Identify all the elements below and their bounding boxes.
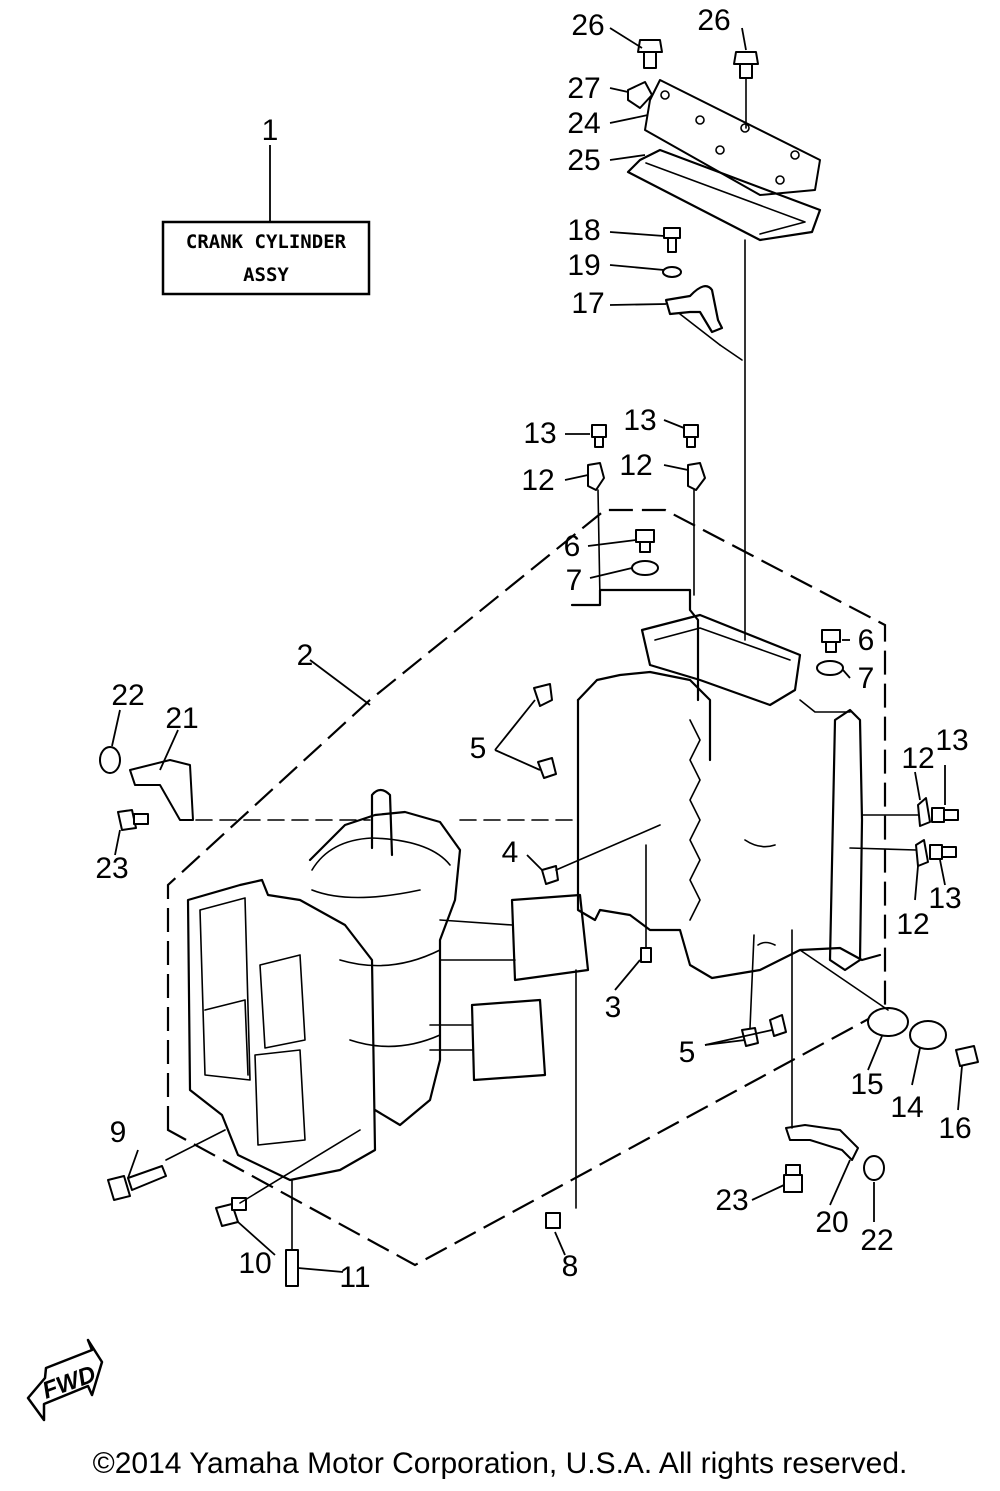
cap-22a [99, 746, 121, 774]
gasket-15 [867, 1007, 909, 1037]
washer-7a [631, 560, 659, 576]
fitting-27 [627, 81, 653, 109]
bolt-9 [107, 1165, 167, 1201]
callout-20: 20 [815, 1206, 848, 1239]
callout-17: 17 [571, 287, 604, 320]
callout-7b: 7 [858, 662, 875, 695]
cover-14 [909, 1020, 947, 1050]
callout-labels: 26 26 27 24 25 18 19 17 1 13 13 12 12 6 … [95, 4, 971, 1294]
callout-1: 1 [262, 114, 279, 147]
callout-2: 2 [297, 639, 314, 672]
plug-8 [545, 1212, 561, 1229]
callout-leaders [111, 27, 963, 1273]
bolt-13c [931, 807, 959, 823]
callout-10: 10 [238, 1247, 271, 1280]
fitting-5a [533, 683, 553, 707]
callout-12c: 12 [901, 742, 934, 775]
assembly-outline [166, 508, 887, 1267]
bolt-23a [117, 809, 149, 831]
callout-12a: 12 [521, 464, 554, 497]
fitting-5b [537, 757, 557, 779]
clip-12d [915, 839, 929, 867]
bolt-26b [733, 51, 759, 129]
assembly-label-line2: ASSY [243, 264, 289, 286]
callout-23a: 23 [95, 852, 128, 885]
fwd-arrow: FWD [26, 1338, 104, 1422]
callout-23b: 23 [715, 1184, 748, 1217]
callout-14: 14 [890, 1091, 923, 1124]
callout-27: 27 [567, 72, 600, 105]
callout-3: 3 [605, 991, 622, 1024]
callout-26b: 26 [697, 4, 730, 37]
callout-6b: 6 [858, 624, 875, 657]
callout-7a: 7 [566, 564, 583, 597]
bolt-16 [955, 1045, 979, 1067]
bracket-21 [129, 759, 194, 821]
callout-13c: 13 [935, 724, 968, 757]
copyright-notice: ©2014 Yamaha Motor Corporation, U.S.A. A… [92, 1447, 908, 1480]
bolt-13d [929, 844, 957, 860]
exhaust-cover [626, 79, 822, 641]
callout-25: 25 [567, 144, 600, 177]
dowel-3 [640, 947, 652, 963]
leader-2 [309, 659, 371, 706]
callout-5b: 5 [679, 1036, 696, 1069]
assembly-label-line1: CRANK CYLINDER [186, 231, 347, 253]
washer-7b [816, 660, 844, 676]
washer-19 [662, 266, 682, 278]
callout-16: 16 [938, 1112, 971, 1145]
clip-12c [917, 797, 931, 827]
callout-12b: 12 [619, 449, 652, 482]
bolt-13b [683, 424, 699, 448]
callout-11: 11 [339, 1261, 370, 1294]
bolt-13a [591, 424, 607, 448]
callout-22b: 22 [860, 1224, 893, 1257]
clip-12a [587, 462, 605, 491]
callout-18: 18 [567, 214, 600, 247]
stud-11 [285, 1249, 299, 1287]
callout-5a: 5 [470, 732, 487, 765]
cap-22b [863, 1155, 885, 1181]
assembly-label-box: CRANK CYLINDER ASSY [161, 145, 371, 296]
callout-9: 9 [110, 1116, 127, 1149]
bolt-6b [821, 629, 841, 653]
bracket-20 [785, 1124, 859, 1161]
callout-21: 21 [165, 702, 198, 735]
callout-6a: 6 [564, 530, 581, 563]
clamp-17 [664, 285, 724, 334]
bolt-26a [637, 39, 663, 69]
plug-4 [541, 865, 559, 885]
bolt-18 [663, 227, 681, 253]
callout-13a: 13 [523, 417, 556, 450]
fitting-5d [769, 1014, 787, 1037]
small-parts [99, 39, 979, 1287]
callout-19: 19 [567, 249, 600, 282]
callout-4: 4 [502, 836, 519, 869]
callout-13b: 13 [623, 404, 656, 437]
callout-15: 15 [850, 1068, 883, 1101]
callout-22a: 22 [111, 679, 144, 712]
callout-8: 8 [562, 1250, 579, 1283]
callout-26a: 26 [571, 9, 604, 42]
callout-13d: 13 [928, 882, 961, 915]
bolt-6a [635, 529, 655, 553]
cylinder-block [186, 588, 882, 1182]
callout-12d: 12 [896, 908, 929, 941]
clip-12b [687, 462, 706, 491]
bolt-23b [783, 1164, 803, 1193]
callout-24: 24 [567, 107, 600, 140]
